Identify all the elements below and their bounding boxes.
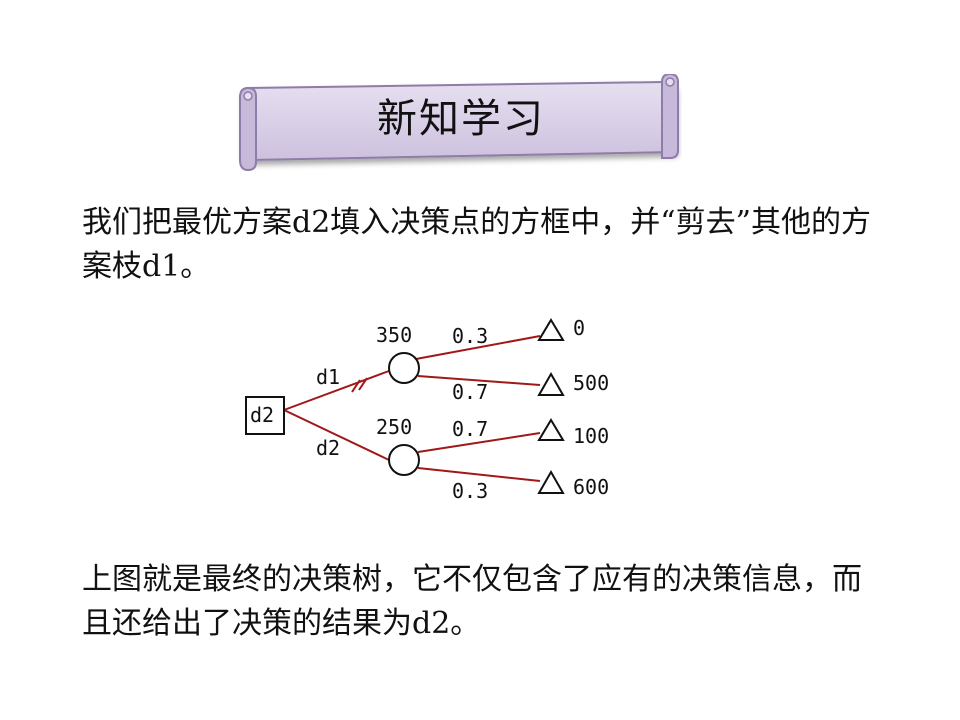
prune-mark (358, 377, 368, 391)
probability-label: 0.7 (452, 380, 488, 404)
outcome-branch (417, 375, 541, 386)
outcome-branch (417, 467, 541, 482)
decision-node (245, 396, 285, 435)
expected-value: 350 (376, 323, 412, 347)
chance-node (388, 444, 420, 476)
branch-label-d2: d2 (316, 436, 340, 460)
conclusion-paragraph: 上图就是最终的决策树，它不仅包含了应有的决策信息，而且还给出了决策的结果为d2。 (82, 562, 862, 641)
decision-node-label: d2 (250, 403, 274, 427)
probability-label: 0.3 (452, 479, 488, 503)
payoff-label: 500 (573, 371, 609, 395)
scroll-banner-shape (239, 74, 679, 172)
banner-title: 新知学习 (377, 96, 545, 142)
title-banner: 新知学习 (236, 74, 682, 174)
intro-paragraph: 我们把最优方案d2填入决策点的方框中，并“剪去”其他的方案枝d1。 (82, 205, 871, 284)
chance-node (388, 352, 420, 384)
outcome-branch (415, 335, 541, 360)
terminal-node (537, 418, 565, 441)
terminal-node (537, 371, 565, 396)
probability-label: 0.7 (452, 417, 488, 441)
outcome-branch (417, 432, 541, 453)
prune-mark (351, 379, 361, 393)
payoff-label: 0 (573, 316, 585, 340)
payoff-label: 600 (573, 475, 609, 499)
payoff-label: 100 (573, 424, 609, 448)
expected-value: 250 (376, 415, 412, 439)
probability-label: 0.3 (452, 324, 488, 348)
branch-d2 (283, 409, 390, 461)
terminal-node (537, 318, 565, 341)
branch-label-d1: d1 (316, 365, 340, 389)
terminal-node (537, 469, 565, 494)
branch-d1 (283, 370, 390, 411)
